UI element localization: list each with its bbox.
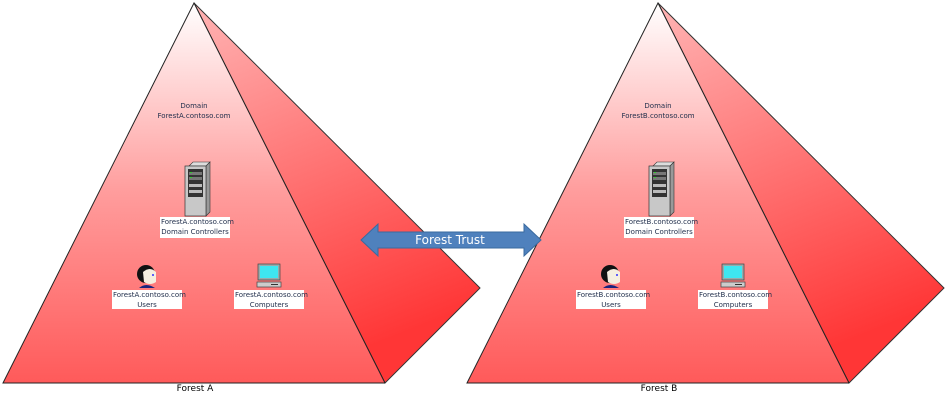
domain-name: ForestB.contoso.com — [621, 112, 695, 120]
computers-label: ForestA.contoso.com Computers — [234, 290, 308, 309]
users-label: ForestA.contoso.com Users — [112, 290, 186, 309]
user-icon — [601, 265, 620, 288]
forest-name: Forest A — [176, 384, 214, 394]
dc-role: Domain Controllers — [161, 228, 229, 236]
computers-role: Computers — [249, 301, 289, 309]
forest-b-group: Domain ForestB.contoso.com ForestB.conto… — [464, 0, 944, 402]
double-arrow-icon — [360, 222, 542, 258]
users-name: ForestA.contoso.com — [113, 291, 186, 299]
users-role: Users — [601, 301, 621, 309]
users-label: ForestB.contoso.com Users — [576, 290, 651, 309]
domain-controllers-label: ForestA.contoso.com Domain Controllers — [160, 217, 234, 238]
computer-icon — [256, 263, 282, 288]
computers-name: ForestB.contoso.com — [699, 291, 773, 299]
forest-trust-label: Forest Trust — [415, 233, 485, 247]
dc-role: Domain Controllers — [625, 228, 693, 236]
computers-label: ForestB.contoso.com Computers — [698, 290, 773, 309]
users-name: ForestB.contoso.com — [577, 291, 651, 299]
dc-name: ForestB.contoso.com — [625, 218, 699, 226]
users-role: Users — [137, 301, 157, 309]
server-icon — [648, 161, 675, 217]
domain-controllers-label: ForestB.contoso.com Domain Controllers — [624, 217, 699, 238]
dc-name: ForestA.contoso.com — [161, 218, 234, 226]
computers-name: ForestA.contoso.com — [235, 291, 308, 299]
computer-icon — [720, 263, 746, 288]
forest-a-group: Domain ForestA.contoso.com ForestA.conto… — [112, 102, 308, 394]
domain-label: Domain — [180, 102, 208, 110]
computers-role: Computers — [713, 301, 753, 309]
server-icon — [184, 161, 211, 217]
domain-name: ForestA.contoso.com — [157, 112, 231, 120]
user-icon — [137, 265, 156, 288]
forest-name: Forest B — [640, 384, 678, 394]
domain-label: Domain — [644, 102, 672, 110]
